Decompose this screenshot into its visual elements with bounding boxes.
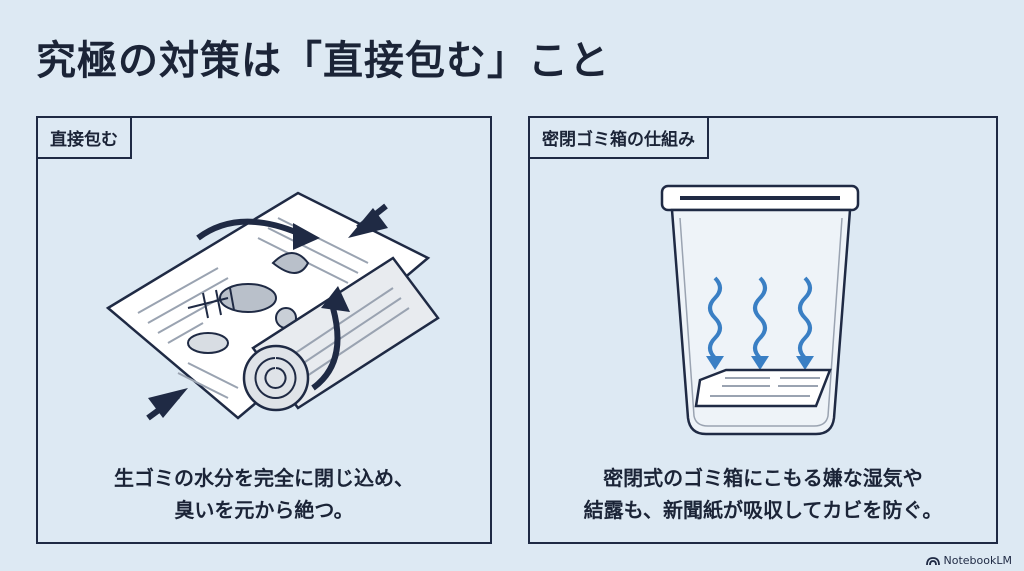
caption-line: 生ゴミの水分を完全に閉じ込め、 <box>114 466 414 490</box>
sealed-bin-panel: 密閉ゴミ箱の仕組み <box>528 116 998 544</box>
page-title: 究極の対策は「直接包む」こと <box>36 38 610 84</box>
wrap-directly-caption: 生ゴミの水分を完全に閉じ込め、 臭いを元から絶つ。 <box>38 462 490 526</box>
notebooklm-logo-icon <box>925 556 940 565</box>
caption-line: 密閉式のゴミ箱にこもる嫌な湿気や <box>603 466 923 490</box>
wrap-directly-panel: 直接包む <box>36 116 492 544</box>
sealed-bin-label: 密閉ゴミ箱の仕組み <box>528 116 709 159</box>
food-scraps-icon <box>187 252 310 354</box>
folded-newspaper-icon <box>694 368 832 408</box>
wrap-directly-label: 直接包む <box>36 116 132 159</box>
moisture-wave-icon <box>708 276 812 360</box>
arrow-head-icon <box>293 223 320 250</box>
arrow-head-icon <box>321 286 350 312</box>
sealed-bin-caption: 密閉式のゴミ箱にこもる嫌な湿気や 結露も、新聞紙が吸収してカビを防ぐ。 <box>530 462 996 526</box>
newspaper-wrapping-illustration <box>105 191 440 421</box>
down-arrow-icon <box>706 356 814 370</box>
rolled-newspaper-icon <box>242 256 440 412</box>
brand-watermark: NotebookLM <box>925 554 1012 567</box>
curved-arrow-icon <box>196 218 341 391</box>
press-arrow-icon <box>148 388 188 418</box>
sealed-bin-illustration <box>660 184 860 436</box>
press-arrow-icon <box>348 208 388 238</box>
caption-line: 結露も、新聞紙が吸収してカビを防ぐ。 <box>583 498 943 522</box>
brand-label: NotebookLM <box>943 554 1012 567</box>
caption-line: 臭いを元から絶つ。 <box>174 498 354 522</box>
